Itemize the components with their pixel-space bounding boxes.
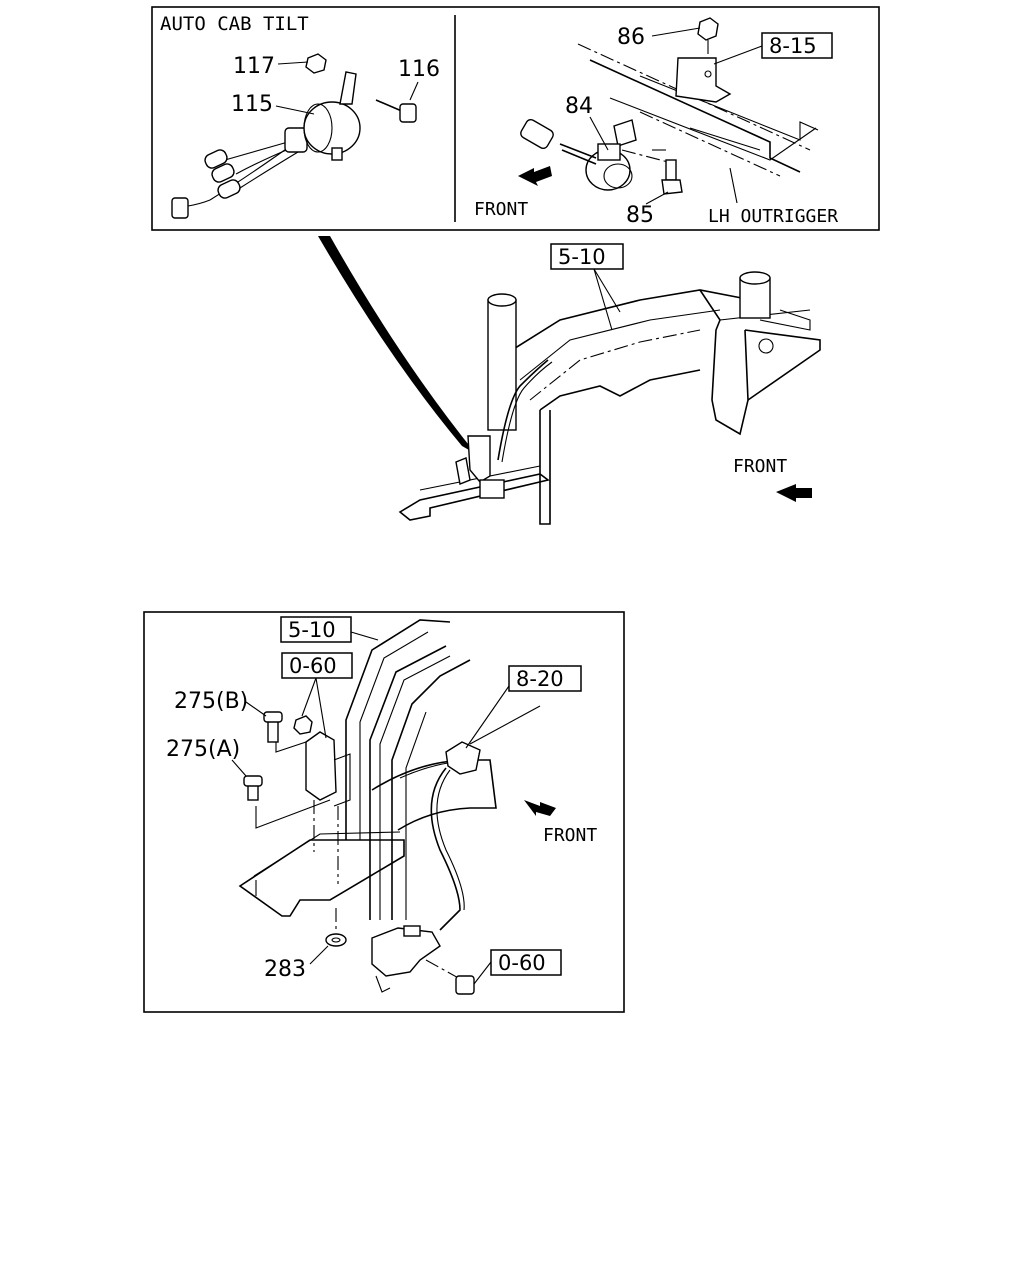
bottom-panel-frame [143,611,625,1013]
leader-84 [589,116,609,151]
callout-85: 85 [626,203,654,228]
leader-283 [309,945,329,965]
lh-outrigger-assembly [518,17,819,195]
leader-115 [275,105,315,115]
bottom-frame-assembly [238,619,556,995]
ref-box-5-10-middle [550,243,624,270]
ref-8-15: 8-15 [769,34,817,58]
ref-5-10-middle: 5-10 [558,245,606,269]
top-panel: AUTO CAB TILT 117 116 [151,6,880,231]
leader-85 [645,191,669,205]
callout-283: 283 [264,957,306,982]
front-label-top: FRONT [474,199,528,220]
callout-86: 86 [617,25,645,50]
leader-lh-outrigger [729,167,738,204]
leader-0-60-top-b [315,677,327,739]
leader-5-10-middle-b [593,268,613,331]
leader-8-20 [465,685,510,749]
bottom-panel: 5-10 0-60 8-20 275(B) 275(A) 283 0-60 FR… [143,611,625,1013]
callout-116: 116 [398,57,440,82]
front-arrow-bottom [524,800,556,816]
leader-116 [409,81,419,101]
ref-box-0-60-bottom [490,949,562,976]
ref-5-10-bottom: 5-10 [288,618,336,642]
top-panel-frame [151,6,880,231]
ref-box-5-10-bottom [280,616,352,643]
callout-115: 115 [231,92,273,117]
callout-275a: 275(A) [166,737,240,762]
callout-84: 84 [565,94,593,119]
leader-5-10-bottom [350,631,379,641]
leader-0-60-bottom [473,961,492,985]
leader-86 [651,27,701,37]
front-label-bottom: FRONT [543,825,597,846]
leader-275a [231,759,247,777]
leader-8-15 [713,45,763,65]
callout-275b: 275(B) [174,689,248,714]
ref-box-0-60-top [281,652,353,679]
leader-117 [277,61,309,65]
middle-frame-view [398,271,821,525]
front-label-middle: FRONT [733,456,787,477]
ref-0-60-top: 0-60 [289,654,337,678]
ref-0-60-bottom: 0-60 [498,951,546,975]
callout-117: 117 [233,54,275,79]
auto-cab-tilt-title: AUTO CAB TILT [160,13,309,35]
detail-pointer [318,236,476,454]
tilt-switch-assembly [171,53,417,219]
front-arrow-top [518,166,552,186]
lh-outrigger-label: LH OUTRIGGER [708,206,838,227]
leader-0-60-top-a [301,677,317,717]
leader-275b [245,701,267,717]
ref-8-20: 8-20 [516,667,564,691]
ref-box-8-20 [508,665,582,692]
front-arrow-middle [776,484,812,502]
ref-box-8-15 [761,32,833,59]
leader-5-10-middle-a [593,268,621,313]
